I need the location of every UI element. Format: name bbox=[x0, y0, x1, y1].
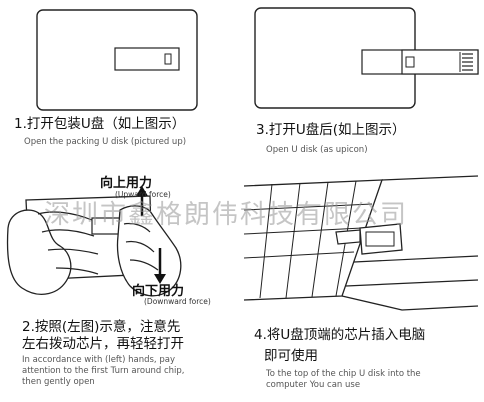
step-4-caption-line2: 即可使用 bbox=[264, 348, 318, 364]
hands-illustration bbox=[6, 186, 182, 297]
step-4-sub-line2: computer You can use bbox=[266, 380, 361, 390]
upward-force-label: 向上用力 bbox=[100, 176, 153, 191]
step-2-sub-line3: then gently open bbox=[22, 377, 95, 387]
step-1-panel: 1.打开包装U盘（如上图示） Open the packing U disk (… bbox=[0, 0, 242, 201]
step-2-panel: 向上用力 (Upward force) 向下用力 (Downward force… bbox=[0, 170, 242, 387]
step-2-sub-line1: In accordance with (left) hands, pay bbox=[22, 355, 175, 365]
laptop-illustration bbox=[243, 175, 479, 311]
open-card-illustration bbox=[254, 7, 479, 109]
downward-force-sublabel: (Downward force) bbox=[144, 297, 211, 306]
upward-force-sublabel: (Upward force) bbox=[115, 190, 171, 199]
step-1-subcaption: Open the packing U disk (pictured up) bbox=[24, 137, 187, 147]
step-4-panel: 4.将U盘顶端的芯片插入电脑 即可使用 To the top of the ch… bbox=[242, 170, 484, 390]
downward-force-label: 向下用力 bbox=[132, 284, 185, 299]
step-3-caption: 3.打开U盘后(如上图示） bbox=[256, 122, 406, 138]
step-3-panel: 3.打开U盘后(如上图示） Open U disk (as upicon) bbox=[242, 0, 484, 201]
step-1-caption: 1.打开包装U盘（如上图示） bbox=[14, 116, 186, 132]
step-2-caption-line2: 左右拨动芯片，再轻轻打开 bbox=[22, 336, 184, 352]
step-2-caption-line1: 2.按照(左图)示意，注意先 bbox=[22, 319, 181, 335]
step-3-subcaption: Open U disk (as upicon) bbox=[266, 145, 368, 155]
step-2-sub-line2: attention to the first Turn around chip, bbox=[22, 366, 185, 376]
step-4-sub-line1: To the top of the chip U disk into the bbox=[266, 369, 421, 379]
step-4-caption-line1: 4.将U盘顶端的芯片插入电脑 bbox=[254, 327, 426, 343]
closed-card-illustration bbox=[36, 9, 198, 111]
